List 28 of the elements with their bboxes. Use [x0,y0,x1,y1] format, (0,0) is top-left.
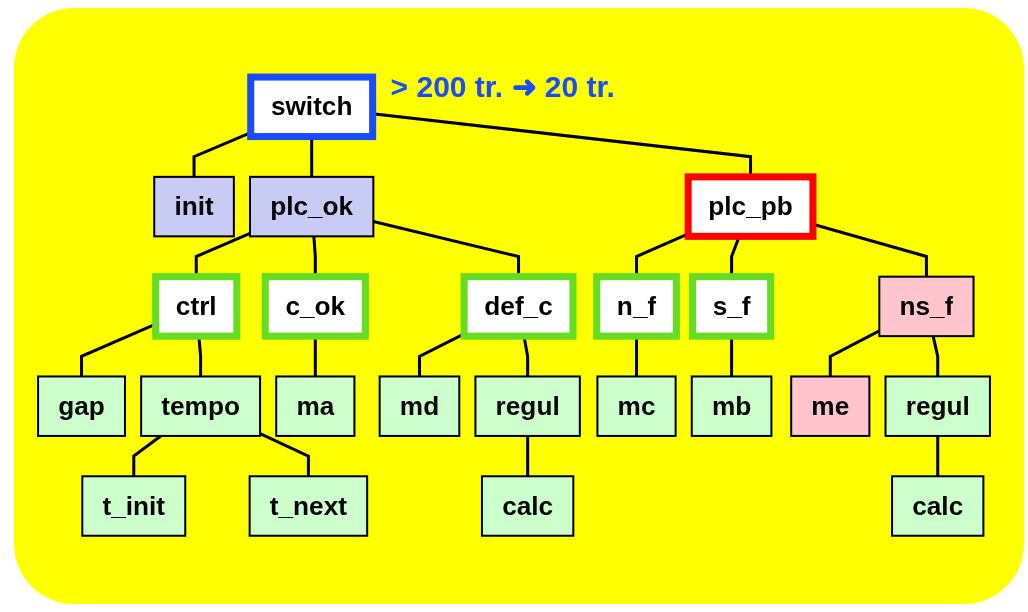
node-box: md [378,375,461,437]
connector [259,431,310,476]
node-box: plc_pb [684,172,817,240]
node-box: ma [275,375,356,437]
node-box: def_c [460,272,577,340]
node-box: n_f [593,272,680,340]
node-box: mb [690,375,773,437]
node-box: gap [37,375,126,437]
node-box: ns_f [878,275,975,337]
node-box: s_f [688,272,775,340]
node-box: c_ok [261,272,369,340]
node-box: calc [891,474,985,537]
node-box: init [153,175,235,237]
connector [828,329,880,377]
node-box: t_next [248,474,369,537]
node-box: regul [474,375,581,437]
connector [931,335,940,377]
node-box: me [790,375,871,437]
node-box: tempo [140,375,262,437]
node-box: regul [884,375,991,437]
node-box: ctrl [152,272,241,340]
connector [526,435,530,476]
node-box: plc_ok [249,175,375,237]
node-box: t_init [81,474,187,537]
node-box: calc [480,474,575,537]
node-box: mc [596,375,677,437]
connector [936,435,940,476]
node-box: switch [247,73,377,140]
